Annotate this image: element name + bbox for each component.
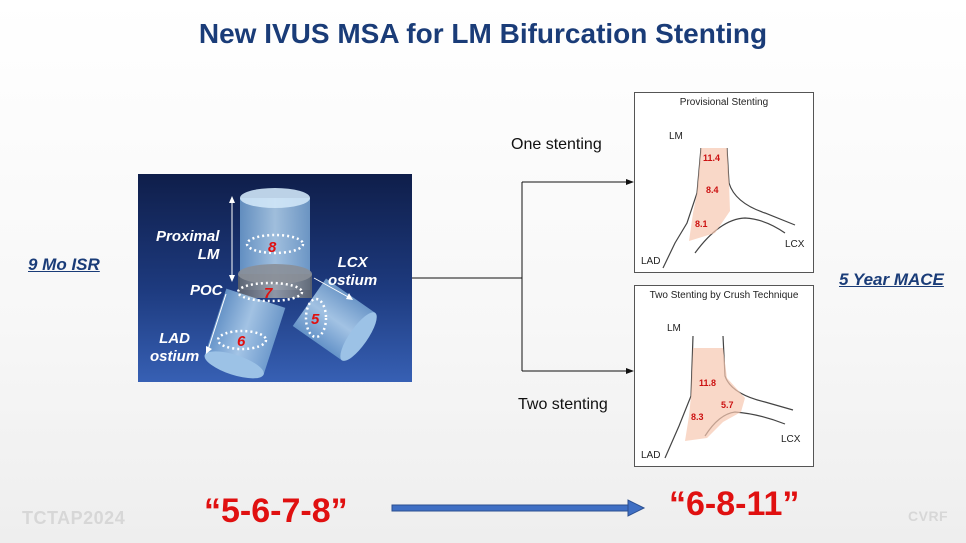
lcx-length-arrow xyxy=(313,277,351,299)
provisional-value-1: 11.4 xyxy=(703,153,721,163)
cvrf-watermark: CVRF xyxy=(908,508,949,524)
provisional-stent-area xyxy=(689,148,730,241)
isr-label: 9 Mo ISR xyxy=(28,255,100,274)
provisional-value-2: 8.4 xyxy=(706,185,719,195)
lcx-msa-value: 5 xyxy=(311,311,320,328)
provisional-value-3: 8.1 xyxy=(695,219,708,229)
connector-bottom-arrowhead xyxy=(626,368,634,374)
lm-arrow-head-bottom xyxy=(229,275,235,282)
bifurcation-illustration: 8 7 6 5 Proximal LM POC LCX ostium LAD o… xyxy=(138,174,412,382)
provisional-carina-wall xyxy=(694,217,786,254)
lm-msa-ring xyxy=(245,233,305,255)
page-title: New IVUS MSA for LM Bifurcation Stenting xyxy=(198,18,768,49)
crush-lcx-label: LCX xyxy=(781,434,801,445)
crush-value-1: 11.8 xyxy=(699,378,717,388)
crush-stent-area xyxy=(685,348,745,441)
lad-end-ellipse xyxy=(204,351,264,379)
mace-label: 5 Year MACE xyxy=(839,270,944,289)
lad-ostium-label: LAD ostium xyxy=(150,330,200,365)
provisional-lm-label: LM xyxy=(669,131,683,142)
provisional-right-wall xyxy=(726,147,796,226)
sequence-arrow-shaft xyxy=(391,504,631,512)
poc-label: POC xyxy=(190,282,223,299)
poc-msa-ring xyxy=(236,281,304,303)
sequence-arrow-head xyxy=(627,499,646,517)
crush-vessel-drawing xyxy=(664,335,794,459)
lcx-end-ellipse xyxy=(340,312,377,361)
lad-msa-ring xyxy=(216,329,268,351)
poc-top-ellipse xyxy=(238,264,312,284)
bifurcation-drawing: 8 7 6 5 xyxy=(204,188,377,379)
crush-value-3: 8.3 xyxy=(691,412,704,422)
lm-top-ellipse xyxy=(240,188,310,208)
lad-length-arrow xyxy=(207,293,227,351)
one-stenting-label: One stenting xyxy=(511,136,602,153)
provisional-title: Provisional Stenting xyxy=(679,97,769,108)
crush-left-wall xyxy=(664,335,694,459)
mace-sequence: “6-8-11” xyxy=(669,485,800,523)
provisional-vessel-drawing xyxy=(662,147,796,269)
crush-value-2: 5.7 xyxy=(721,400,734,410)
lad-arrow-head xyxy=(206,346,212,354)
connector-top-arrowhead xyxy=(626,179,634,185)
provisional-left-wall xyxy=(662,147,702,269)
lm-arrow-head-top xyxy=(229,196,235,203)
lad-branch xyxy=(204,288,286,379)
two-stenting-label: Two stenting xyxy=(518,396,608,413)
lcx-ostium-label: LCX ostium xyxy=(328,254,378,289)
crush-lm-label: LM xyxy=(667,323,681,334)
lad-msa-value: 6 xyxy=(237,333,246,350)
provisional-lad-label: LAD xyxy=(641,256,661,267)
proximal-lm-label: Proximal LM xyxy=(156,228,220,263)
provisional-lcx-label: LCX xyxy=(785,239,805,250)
crush-title: Two Stenting by Crush Technique xyxy=(649,290,799,301)
crush-stenting-panel: Two Stenting by Crush Technique LM LAD L… xyxy=(634,285,814,467)
lcx-arrow-head xyxy=(346,293,353,300)
provisional-stenting-panel: Provisional Stenting LM LAD LCX 11.4 8.4… xyxy=(634,92,814,273)
lcx-branch xyxy=(292,278,377,361)
lm-msa-value: 8 xyxy=(268,239,277,256)
tctap-watermark: TCTAP2024 xyxy=(22,508,126,528)
poc-msa-value: 7 xyxy=(264,285,273,302)
isr-sequence: “5-6-7-8” xyxy=(204,492,348,530)
crush-lad-label: LAD xyxy=(641,450,661,461)
lcx-msa-ring xyxy=(304,297,328,339)
